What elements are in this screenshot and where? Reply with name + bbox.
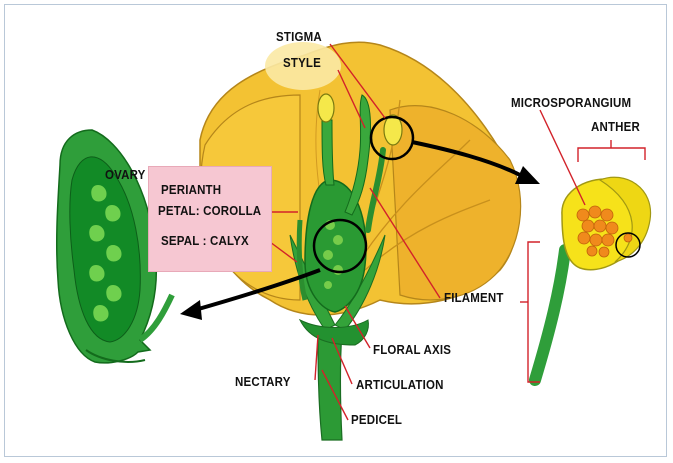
label-style: STYLE <box>283 56 321 70</box>
label-anther: ANTHER <box>591 120 640 134</box>
label-floral-axis: FLORAL AXIS <box>373 343 451 357</box>
label-ovary: OVARY <box>105 168 146 182</box>
label-petal-corolla: PETAL: COROLLA <box>158 204 261 218</box>
label-stigma: STIGMA <box>276 30 322 44</box>
stamen-detail <box>535 177 651 380</box>
label-microsporangium: MICROSPORANGIUM <box>511 96 631 110</box>
label-filament: FILAMENT <box>444 291 504 305</box>
label-pedicel: PEDICEL <box>351 413 402 427</box>
label-sepal-calyx: SEPAL : CALYX <box>161 234 249 248</box>
label-perianth: PERIANTH <box>161 183 221 197</box>
label-articulation: ARTICULATION <box>356 378 444 392</box>
perianth-callout <box>148 166 272 272</box>
label-nectary: NECTARY <box>235 375 291 389</box>
